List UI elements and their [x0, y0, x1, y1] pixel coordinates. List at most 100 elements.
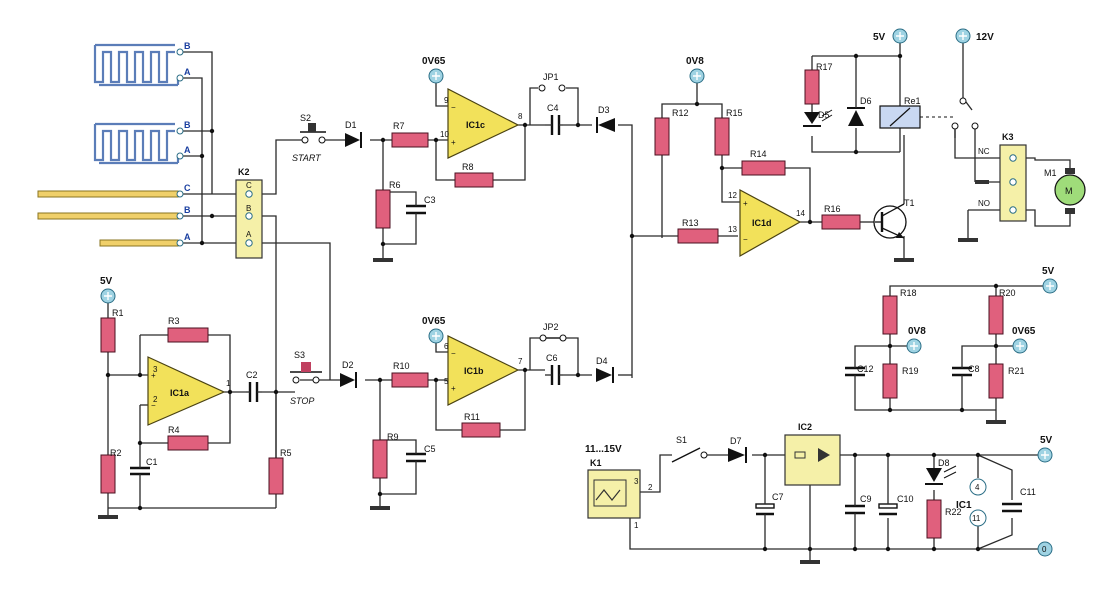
- motor-symbol: M: [1065, 186, 1073, 196]
- svg-text:+: +: [151, 371, 156, 380]
- moisture-sensor-upper: [93, 43, 180, 87]
- opamp-ic1d: +− IC1d 12 13 14: [728, 189, 805, 258]
- svg-text:Re1: Re1: [904, 96, 921, 106]
- relay-re1: Re1: [879, 96, 979, 130]
- svg-text:6: 6: [444, 342, 449, 351]
- svg-text:C6: C6: [546, 353, 558, 363]
- svg-text:S1: S1: [676, 435, 687, 445]
- resistor-r18: [882, 295, 898, 335]
- svg-text:5: 5: [444, 377, 449, 386]
- svg-text:C2: C2: [246, 370, 258, 380]
- diode-d2: D2: [340, 360, 357, 388]
- svg-text:R22: R22: [945, 507, 962, 517]
- svg-text:IC1b: IC1b: [464, 366, 484, 376]
- no-label: NO: [978, 199, 990, 208]
- svg-text:2: 2: [648, 483, 653, 492]
- svg-text:B: B: [246, 204, 251, 213]
- svg-text:C9: C9: [860, 494, 872, 504]
- svg-text:R2: R2: [110, 448, 122, 458]
- opamp-ic1a: +− IC1a 3 2 1: [147, 356, 231, 426]
- svg-text:C7: C7: [772, 492, 784, 502]
- svg-text:13: 13: [728, 225, 737, 234]
- svg-text:D1: D1: [345, 120, 357, 130]
- diode-d7: D7: [728, 436, 747, 463]
- resistor-r17: [804, 69, 820, 105]
- svg-text:12: 12: [728, 191, 737, 200]
- svg-text:14: 14: [796, 209, 805, 218]
- resistor-r22: [926, 499, 942, 539]
- s3-stop-label: STOP: [290, 396, 314, 406]
- resistor-r21: [988, 363, 1004, 399]
- diode-d6: D6: [847, 96, 872, 126]
- svg-text:R13: R13: [682, 218, 699, 228]
- opamp-ic1b: −+ IC1b 6 5 7: [444, 335, 523, 406]
- svg-text:R9: R9: [387, 432, 399, 442]
- diode-d3: D3: [596, 105, 615, 133]
- svg-text:−: −: [451, 103, 456, 112]
- junction-dots: [105, 53, 999, 552]
- connector-k2: C B A K2: [235, 167, 263, 259]
- svg-text:IC1a: IC1a: [170, 388, 190, 398]
- s3-label: S3: [294, 350, 305, 360]
- svg-text:D8: D8: [938, 458, 950, 468]
- input-voltage-range: 11...15V: [585, 444, 622, 455]
- svg-text:D2: D2: [342, 360, 354, 370]
- svg-text:C8: C8: [968, 364, 980, 374]
- svg-text:A: A: [246, 230, 252, 239]
- led-d5: D5: [803, 109, 833, 127]
- probe-label-c3: C: [184, 183, 191, 193]
- probe-terminals: B A B A C B A: [176, 41, 191, 247]
- svg-text:D4: D4: [596, 356, 608, 366]
- svg-text:R20: R20: [999, 288, 1016, 298]
- supply-0v65-mid: 0V65: [422, 316, 446, 327]
- ic1-supply-label: IC1: [956, 500, 972, 511]
- svg-text:R7: R7: [393, 121, 405, 131]
- svg-text:IC2: IC2: [798, 422, 812, 432]
- svg-text:R14: R14: [750, 149, 767, 159]
- s2-label: S2: [300, 113, 311, 123]
- resistor-r16: [821, 214, 861, 230]
- supply-5v-divider: 5V: [1042, 266, 1055, 277]
- svg-text:C10: C10: [897, 494, 914, 504]
- resistor-r1: [100, 317, 116, 353]
- nc-label: NC: [978, 147, 990, 156]
- supply-5v-relay: 5V: [873, 32, 886, 43]
- supply-0v65-out: 0V65: [1012, 326, 1036, 337]
- regulator-ic2: IC2: [784, 422, 841, 486]
- svg-text:R21: R21: [1008, 366, 1025, 376]
- probe-label-a1: A: [184, 67, 191, 77]
- resistor-r14: [741, 160, 786, 176]
- svg-text:11: 11: [972, 514, 981, 523]
- svg-text:+: +: [451, 138, 456, 147]
- supply-0v65-top: 0V65: [422, 56, 446, 67]
- svg-text:−: −: [151, 401, 156, 410]
- svg-text:R17: R17: [816, 62, 833, 72]
- supply-terminals: 5V 0V65 0V65 0V8 5V 12V 5V 0V8 0V65 5V 0: [100, 28, 1058, 557]
- ground-symbols: [98, 180, 1006, 564]
- svg-text:IC1c: IC1c: [466, 120, 485, 130]
- opamp-ic1c: −+ IC1c 9 10 8: [440, 88, 523, 159]
- svg-text:C5: C5: [424, 444, 436, 454]
- switch-s2-start: S2 START: [292, 113, 326, 163]
- svg-text:M1: M1: [1044, 168, 1057, 178]
- svg-text:C4: C4: [547, 103, 559, 113]
- svg-text:D3: D3: [598, 105, 610, 115]
- capacitors: C1 C2 C3 C4 C5 C6 C7 C8 C9: [130, 103, 1036, 520]
- motor-m1: M M1: [1044, 168, 1086, 214]
- resistor-r5: [268, 457, 284, 495]
- svg-text:−: −: [743, 235, 748, 244]
- ic1-power-pins: 4 11 IC1a IC1: [956, 478, 987, 527]
- svg-text:3: 3: [634, 477, 639, 486]
- level-probes: [37, 190, 179, 247]
- supply-0v8-out: 0V8: [908, 326, 926, 337]
- svg-text:D5: D5: [818, 110, 830, 120]
- wiring: [107, 40, 1071, 560]
- svg-text:R3: R3: [168, 316, 180, 326]
- resistor-r7: [391, 132, 429, 148]
- svg-text:D6: D6: [860, 96, 872, 106]
- svg-text:R10: R10: [393, 361, 410, 371]
- resistors: R1 R2 R3 R4 R5 R6 R7 R8 R9 R10 R11 R12 R…: [100, 62, 1025, 539]
- svg-text:R11: R11: [464, 412, 480, 422]
- led-d8: D8: [925, 458, 957, 485]
